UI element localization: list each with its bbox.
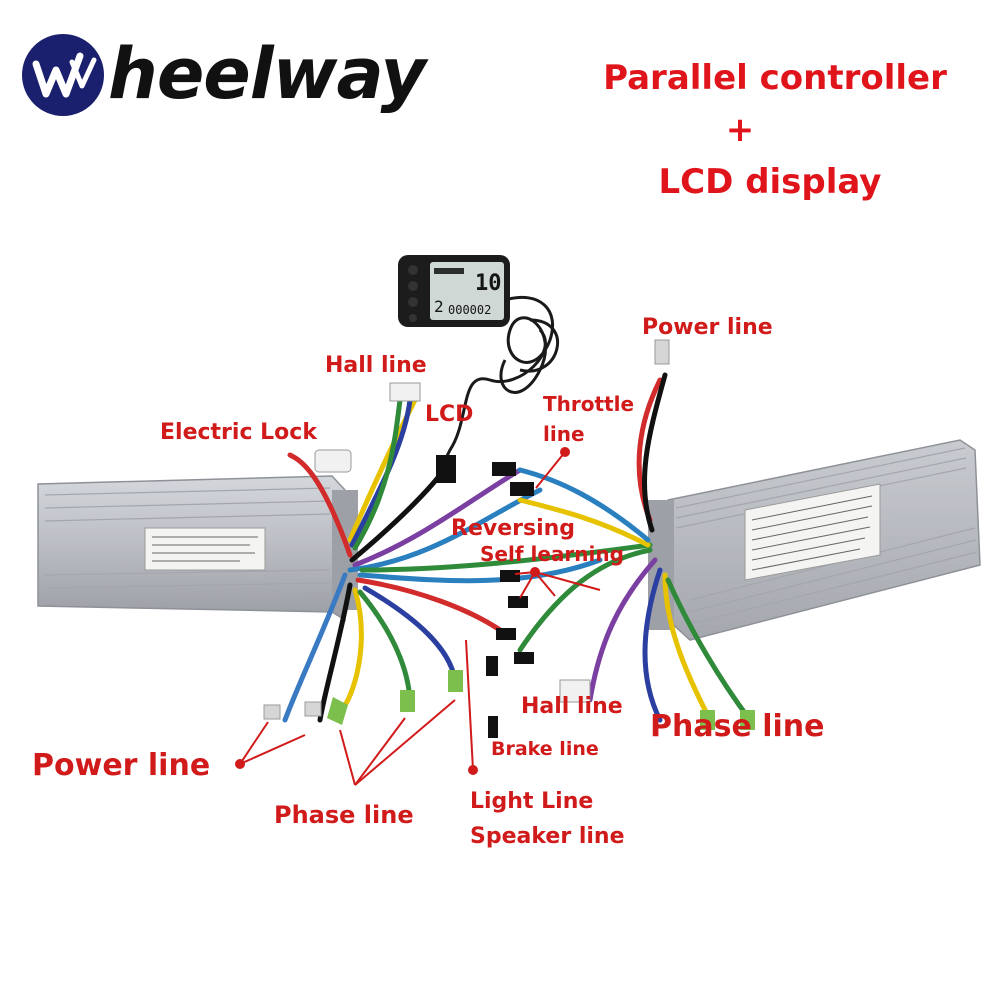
left-wires: [282, 397, 653, 723]
label-phase-line-right: Phase line: [650, 709, 825, 744]
label-reversing: Reversing: [451, 516, 576, 541]
label-power-line-bottom: Power line: [32, 748, 211, 783]
label-throttle-line-2: line: [543, 422, 585, 446]
right-wires: [517, 372, 753, 723]
lcd-display: 10 2 000002: [398, 255, 510, 327]
pointer-lines: [235, 447, 601, 786]
brand-logo: heelway: [22, 30, 426, 120]
headline-line-2: +: [725, 110, 755, 150]
label-brake-line: Brake line: [491, 738, 599, 760]
label-power-line-top: Power line: [642, 315, 773, 340]
right-controller: [648, 439, 981, 641]
label-throttle-line-1: Throttle: [543, 392, 635, 416]
label-self-learning: Self learning: [480, 542, 624, 566]
lcd-gear-readout: 2: [434, 297, 444, 316]
headline-line-1: Parallel controller: [603, 58, 947, 98]
lcd-cable: [438, 295, 559, 471]
logo-mark-icon: [22, 34, 104, 116]
lcd-odometer-readout: 000002: [448, 303, 491, 317]
lcd-speed-readout: 10: [475, 271, 502, 296]
label-light-line: Light Line: [470, 789, 594, 814]
headline-line-3: LCD display: [658, 162, 882, 202]
left-controller: [37, 475, 358, 622]
label-lcd: LCD: [425, 402, 474, 427]
label-phase-line-bottom: Phase line: [274, 801, 414, 829]
logo-wordmark: heelway: [108, 33, 426, 115]
label-hall-line-top: Hall line: [325, 353, 427, 378]
label-speaker-line: Speaker line: [470, 824, 625, 849]
label-hall-line-bottom: Hall line: [521, 694, 623, 719]
label-electric-lock: Electric Lock: [160, 420, 317, 445]
